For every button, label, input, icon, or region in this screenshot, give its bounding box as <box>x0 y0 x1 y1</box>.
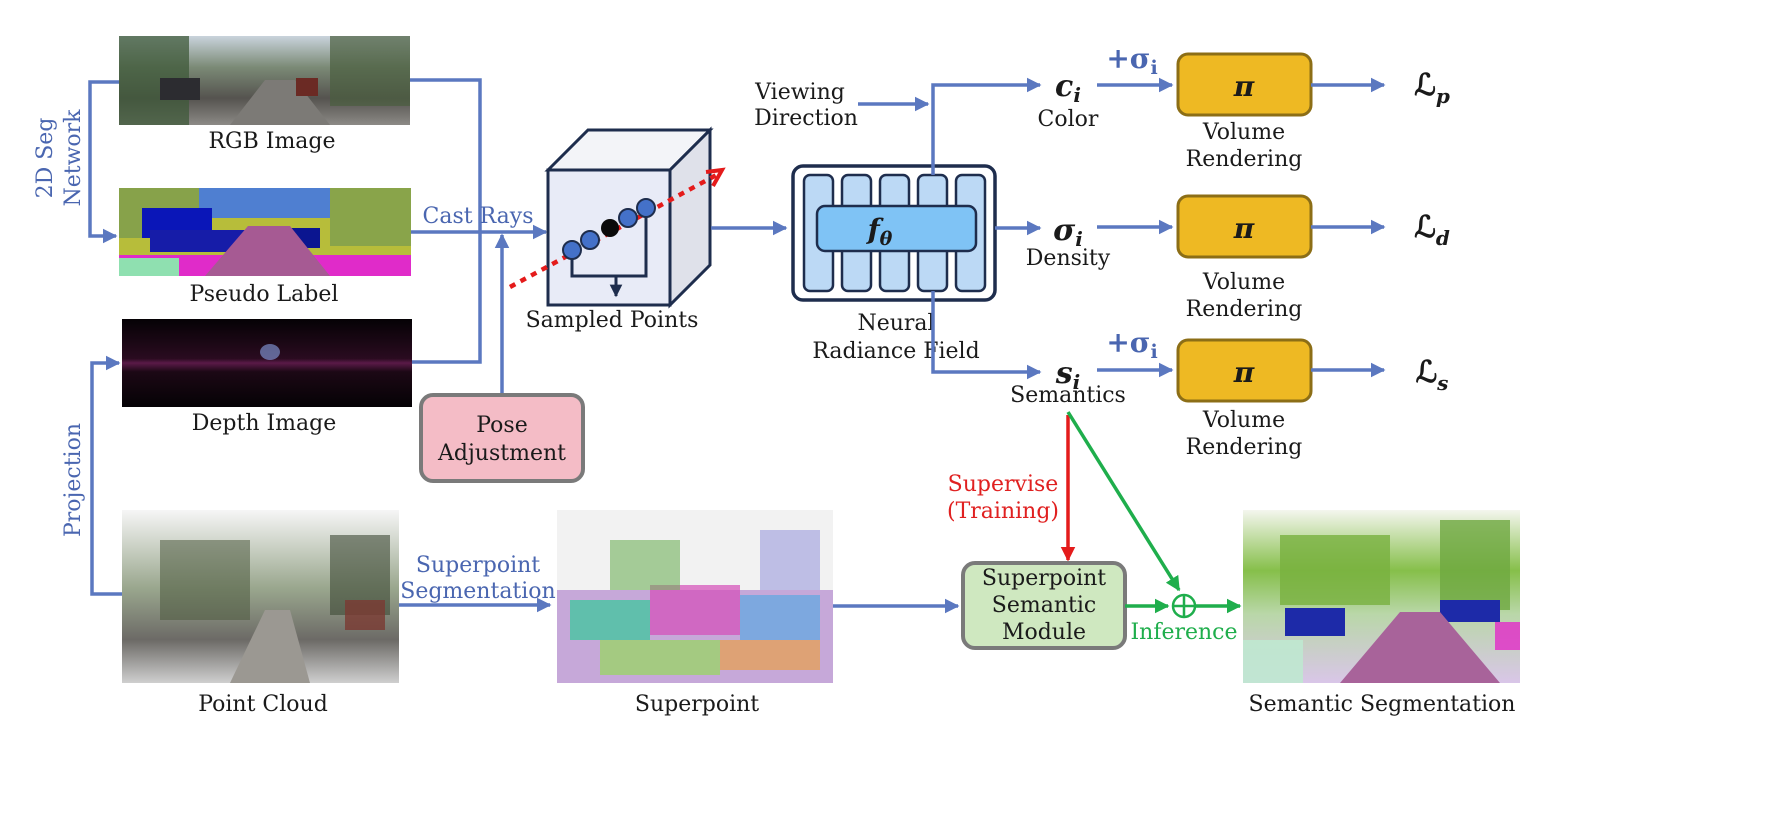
sampled-points-cube <box>508 126 726 309</box>
output-row-density: σi Density π Volume Rendering ℒd <box>1026 194 1450 322</box>
plus-sigma-color: +σi <box>1106 42 1157 79</box>
color-caption: Color <box>1038 107 1099 132</box>
viewing-direction-line2: Direction <box>754 106 858 131</box>
projection-label: Projection <box>61 423 86 537</box>
neural-radiance-field-box: fθ <box>791 164 997 302</box>
superpoint-segmentation-line2: Segmentation <box>400 579 555 604</box>
sample-point <box>580 230 600 250</box>
point-cloud-caption: Point Cloud <box>198 692 328 717</box>
point-cloud-image <box>122 510 399 683</box>
semantics-to-fusion-arrow <box>1066 411 1181 592</box>
seg-network-label-line2: Network <box>61 109 86 207</box>
supervise-label-line1: Supervise <box>948 472 1059 497</box>
inference-label: Inference <box>1130 620 1237 645</box>
semantics-caption: Semantics <box>1010 383 1126 408</box>
semantic-segmentation-caption: Semantic Segmentation <box>1249 692 1516 717</box>
color-symbol: ci <box>1055 69 1081 107</box>
render-pi-color: π <box>1233 70 1255 103</box>
loss-d: ℒd <box>1414 210 1450 250</box>
pose-adjustment-line1: Pose <box>476 413 527 438</box>
sample-point <box>618 208 638 228</box>
depth-image-caption: Depth Image <box>192 411 337 436</box>
module-line2: Semantic <box>992 593 1096 618</box>
nerf-caption-line1: Neural <box>857 311 934 336</box>
supervise-label-line2: (Training) <box>947 499 1059 524</box>
loss-p: ℒp <box>1414 68 1450 108</box>
plus-sigma-semantics: +σi <box>1106 326 1157 363</box>
output-row-color: ci Color +σi π Volume Rendering ℒp <box>1038 42 1450 172</box>
seg-network-label-line1: 2D Seg <box>33 118 58 199</box>
module-line3: Module <box>1002 620 1086 645</box>
nerf-caption-line2: Radiance Field <box>812 339 979 364</box>
volume-rendering-density-line1: Volume <box>1202 270 1285 295</box>
volume-rendering-density-line2: Rendering <box>1186 297 1303 322</box>
superpoint-image <box>557 510 833 683</box>
sample-point <box>562 240 582 260</box>
viewing-direction-line1: Viewing <box>754 80 845 105</box>
render-pi-density: π <box>1233 212 1255 245</box>
loss-s: ℒs <box>1416 355 1449 395</box>
sampled-points-caption: Sampled Points <box>526 308 699 333</box>
superpoint-semantic-module-box: Superpoint Semantic Module <box>961 561 1127 650</box>
volume-rendering-semantics-line1: Volume <box>1202 408 1285 433</box>
superpoint-segmentation-line1: Superpoint <box>416 553 540 578</box>
nerf-to-semantics-arrow <box>931 291 1042 380</box>
semantic-segmentation-image <box>1243 510 1520 683</box>
sample-point-selected <box>601 219 619 237</box>
pseudo-label-image <box>119 188 411 276</box>
rgb-image-caption: RGB Image <box>208 129 335 154</box>
superpoint-caption: Superpoint <box>635 692 759 717</box>
render-pi-semantics: π <box>1233 356 1255 389</box>
pseudo-label-caption: Pseudo Label <box>190 282 339 307</box>
rgb-image <box>119 36 410 125</box>
image-merge-line <box>410 78 482 364</box>
projection-arrow <box>90 355 122 596</box>
volume-rendering-color-line1: Volume <box>1202 120 1285 145</box>
output-row-semantics: si Semantics +σi π Volume Rendering ℒs <box>1010 326 1448 460</box>
seg-network-arrow <box>88 80 119 244</box>
volume-rendering-color-line2: Rendering <box>1186 147 1303 172</box>
ray-line <box>508 171 722 289</box>
pose-adjustment-line2: Adjustment <box>437 441 566 466</box>
cast-rays-label: Cast Rays <box>423 204 534 229</box>
sample-point <box>636 198 656 218</box>
volume-rendering-semantics-line2: Rendering <box>1186 435 1303 460</box>
depth-image <box>122 319 412 407</box>
module-line1: Superpoint <box>982 566 1106 591</box>
fusion-plus-icon <box>1171 593 1197 619</box>
pose-adjustment-box: Pose Adjustment <box>419 393 585 483</box>
nerf-to-color-arrow <box>931 77 1042 175</box>
density-symbol: σi <box>1053 213 1083 251</box>
density-caption: Density <box>1026 246 1111 271</box>
semantics-symbol: si <box>1055 356 1081 394</box>
